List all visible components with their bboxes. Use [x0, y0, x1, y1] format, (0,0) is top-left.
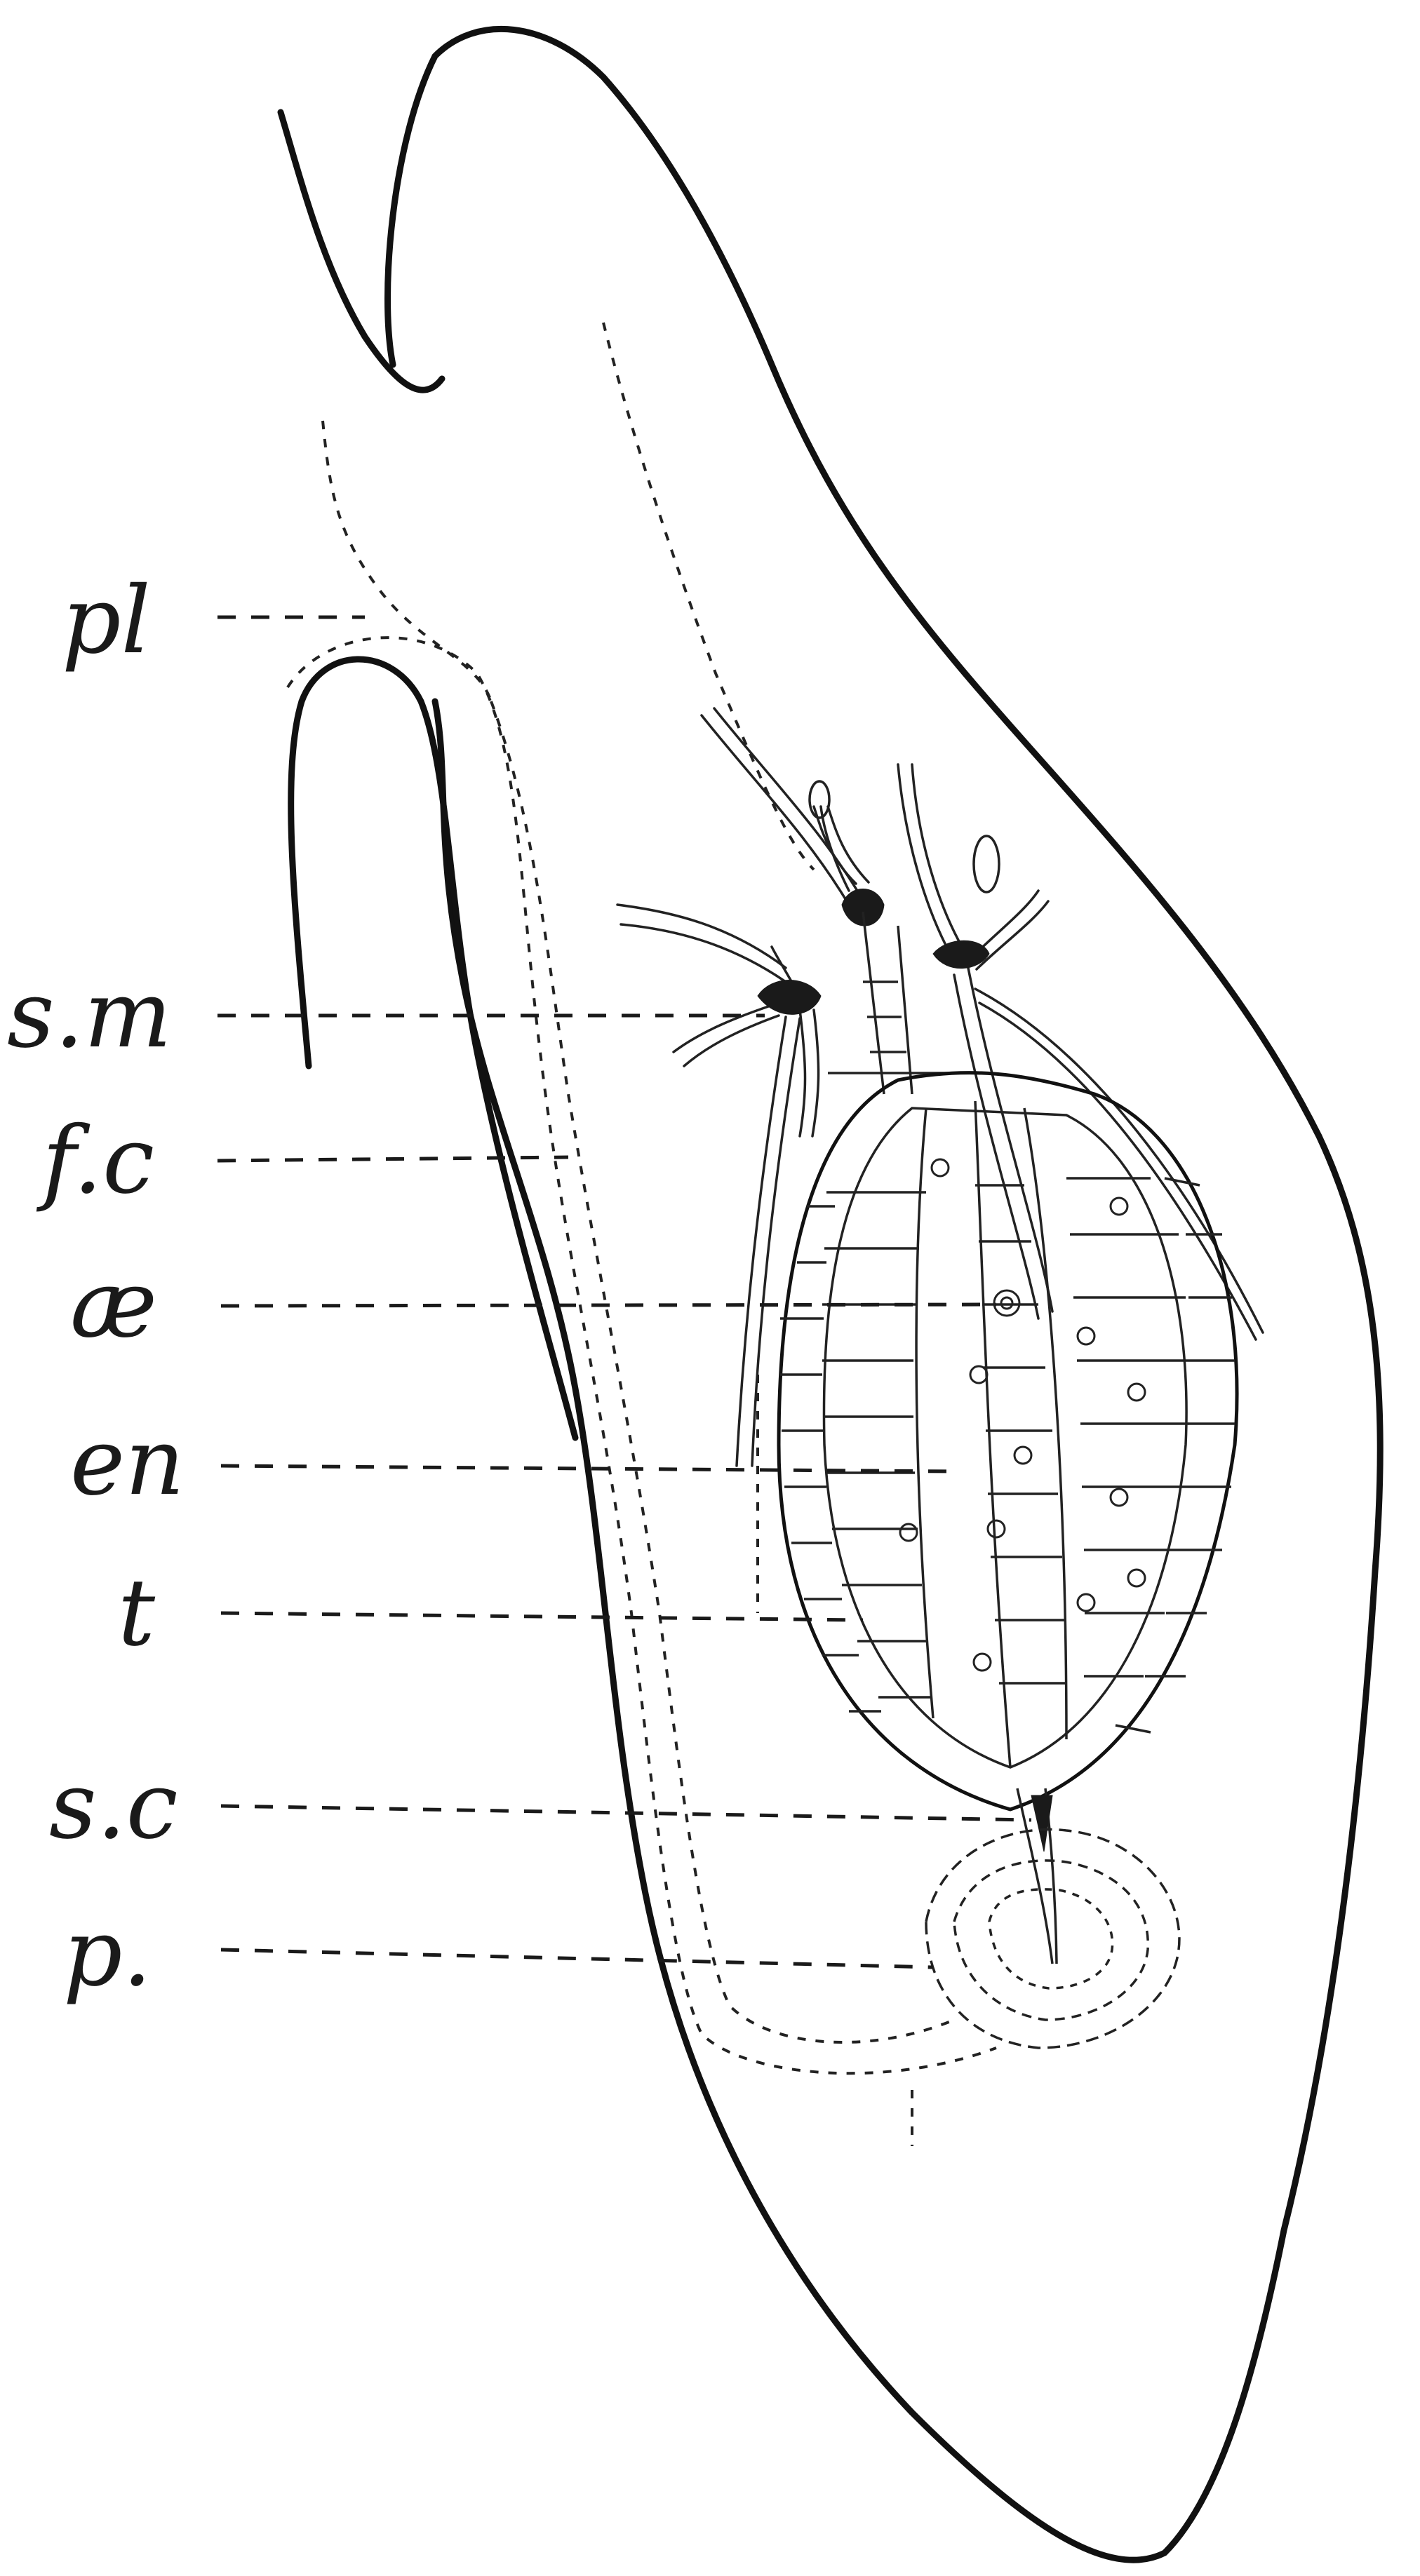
figure-labels: pl s.m f.c æ en t s.c p. [7, 567, 185, 2007]
label-fc: f.c [36, 1107, 154, 1215]
left-lobe [291, 659, 575, 1438]
label-ae: æ [70, 1250, 157, 1358]
label-sm: s.m [7, 961, 172, 1069]
stalk-cell [1017, 1788, 1057, 1964]
upper-lobe-hook [281, 112, 442, 390]
label-pl: pl [62, 567, 151, 675]
dotted-line-outer [288, 638, 996, 2073]
cellular-sac [779, 1073, 1237, 1809]
dotted-line-right [603, 323, 814, 870]
label-t: t [118, 1559, 156, 1667]
pharynx-neck [828, 912, 968, 1094]
tentacles [617, 708, 1263, 1466]
label-en: en [70, 1408, 185, 1516]
label-p: p. [63, 1899, 152, 2007]
label-sc: s.c [49, 1752, 178, 1860]
